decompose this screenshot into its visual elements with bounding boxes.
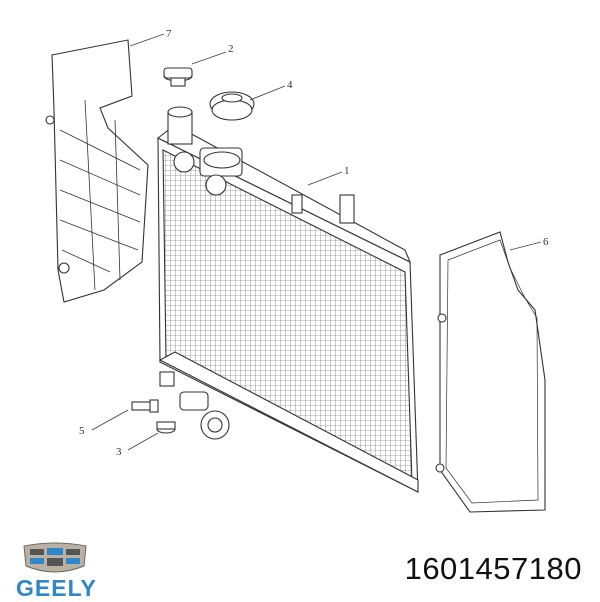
- geely-emblem-icon: [23, 542, 87, 573]
- right-air-deflector: [435, 231, 546, 513]
- drain-cap-part-2: [163, 67, 193, 87]
- callout-7: 7: [166, 28, 172, 40]
- filler-neck: [167, 106, 243, 196]
- part-number: 1601457180: [404, 551, 582, 586]
- callout-5: 5: [79, 425, 85, 437]
- seal-part-3: [156, 421, 176, 434]
- radiator-cap-part-4: [209, 91, 255, 121]
- callout-6: 6: [543, 236, 549, 248]
- callout-1: 1: [344, 165, 350, 177]
- brand-name: GEELY: [16, 575, 97, 601]
- drain-plug-part-5: [131, 399, 159, 413]
- left-air-deflector: [45, 39, 149, 303]
- lower-outlet: [159, 371, 230, 440]
- leader-lines: [91, 33, 542, 451]
- callout-3: 3: [116, 446, 122, 458]
- callout-2: 2: [228, 43, 234, 55]
- callout-4: 4: [287, 79, 293, 91]
- radiator-exploded-diagram: 1 2 3 4 5 6 7: [45, 28, 549, 513]
